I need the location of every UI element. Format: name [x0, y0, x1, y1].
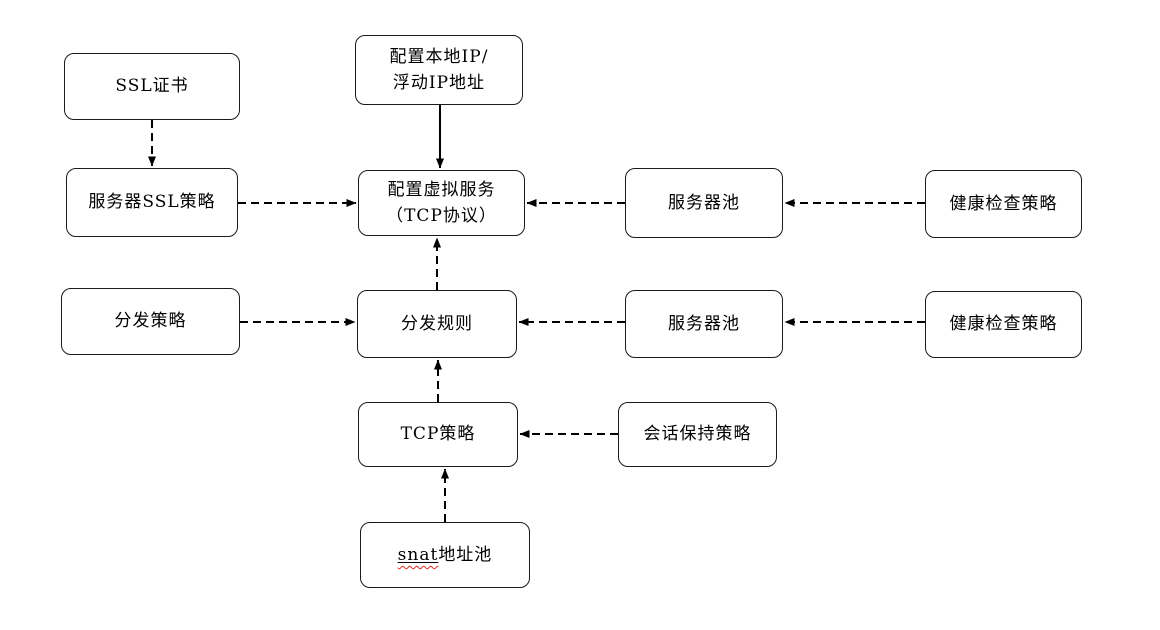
node-server-pool-top: 服务器池 [625, 168, 783, 238]
node-health-check-top: 健康检查策略 [925, 170, 1082, 238]
node-tcp-policy: TCP策略 [358, 402, 518, 467]
node-server-ssl-policy: 服务器SSL策略 [66, 168, 238, 237]
node-dispatch-rule-label: 分发规则 [401, 313, 473, 334]
node-health-check-bottom-label: 健康检查策略 [949, 314, 1058, 335]
node-server-pool-top-label: 服务器池 [668, 192, 740, 213]
node-ssl-cert-label: SSL证书 [115, 76, 189, 97]
node-dispatch-policy: 分发策略 [61, 288, 240, 355]
node-virtual-service-label: 配置虚拟服务 （TCP协议） [386, 179, 497, 226]
node-local-ip-label: 配置本地IP/ 浮动IP地址 [389, 46, 489, 93]
node-tcp-policy-label: TCP策略 [400, 424, 476, 445]
node-dispatch-policy-label: 分发策略 [114, 311, 187, 332]
node-virtual-service: 配置虚拟服务 （TCP协议） [358, 170, 525, 236]
node-server-pool-bottom: 服务器池 [625, 290, 783, 358]
node-local-ip: 配置本地IP/ 浮动IP地址 [355, 35, 523, 105]
node-server-pool-bottom-label: 服务器池 [668, 313, 740, 334]
node-health-check-bottom: 健康检查策略 [925, 291, 1082, 358]
node-dispatch-rule: 分发规则 [357, 290, 517, 358]
node-session-keep-policy-label: 会话保持策略 [643, 424, 752, 445]
node-snat-pool-label: snat地址池 [398, 542, 493, 568]
node-snat-pool: snat地址池 [360, 522, 530, 588]
snat-misspelled-word: snat [397, 544, 439, 565]
snat-pool-suffix: 地址池 [438, 544, 493, 565]
node-ssl-cert: SSL证书 [64, 53, 240, 120]
node-health-check-top-label: 健康检查策略 [949, 193, 1058, 214]
node-server-ssl-policy-label: 服务器SSL策略 [88, 192, 216, 213]
node-session-keep-policy: 会话保持策略 [618, 402, 777, 467]
